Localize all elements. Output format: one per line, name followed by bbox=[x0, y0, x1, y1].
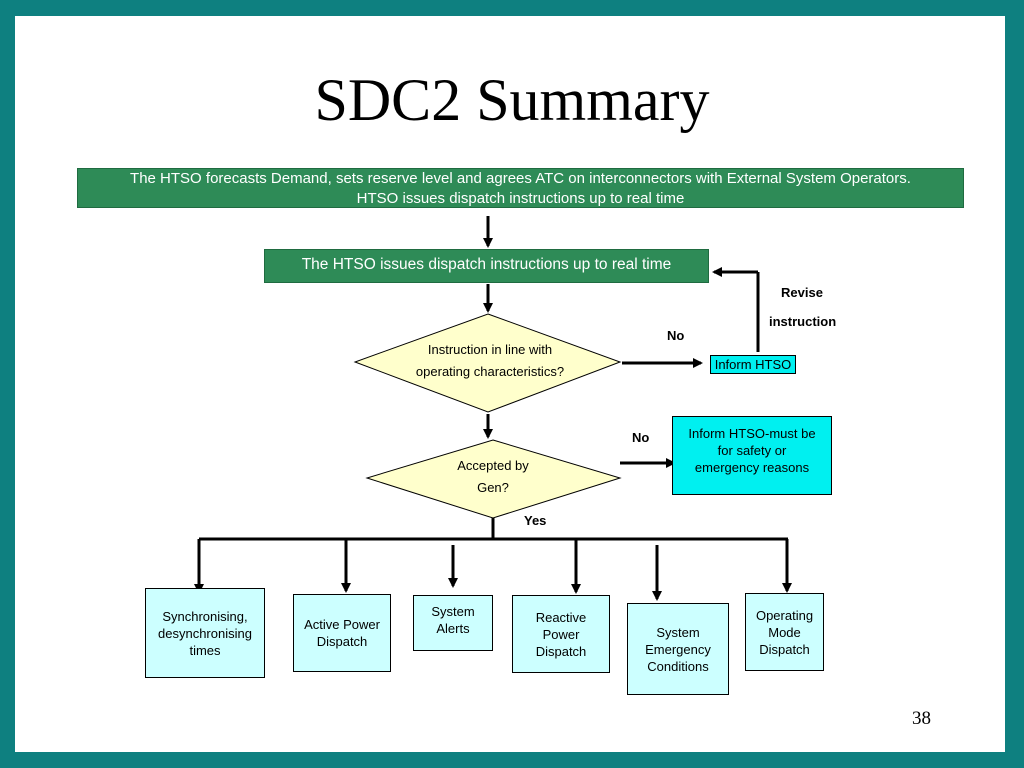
page-number: 38 bbox=[912, 708, 931, 729]
decision2-line1: Accepted by bbox=[457, 458, 529, 473]
decision-diamond-instruction bbox=[353, 313, 622, 413]
outcome-emergency-line1: System bbox=[656, 624, 700, 640]
revise-label-line2: instruction bbox=[769, 314, 837, 329]
outcome-active-line2: Dispatch bbox=[316, 634, 368, 649]
outcome-reactive-power-box: Reactive Power Dispatch bbox=[512, 595, 610, 673]
outcome-sync-line3: times bbox=[189, 642, 221, 658]
decision2-no-label: No bbox=[632, 430, 650, 445]
inform-safety-box: Inform HTSO-must be for safety or emerge… bbox=[672, 416, 832, 495]
decision2-line2: Gen? bbox=[477, 480, 509, 495]
outcome-sync-line1: Synchronising, bbox=[162, 608, 248, 624]
outcome-alerts-line1: System bbox=[431, 604, 475, 619]
outcome-alerts-line2: Alerts bbox=[436, 621, 470, 636]
decision2-yes-label: Yes bbox=[524, 513, 547, 528]
decision1-text: Instruction in line with operating chara… bbox=[400, 339, 580, 383]
outcome-active-line1: Active Power bbox=[304, 617, 380, 632]
page-title: SDC2 Summary bbox=[314, 67, 710, 133]
outcome-emergency-box: System Emergency Conditions bbox=[627, 603, 729, 695]
outcome-reactive-line1: Reactive bbox=[535, 609, 587, 625]
inform-safety-line2: for safety or bbox=[717, 443, 787, 458]
decision1-no-label: No bbox=[667, 328, 685, 343]
outcome-active-power-box: Active Power Dispatch bbox=[293, 594, 391, 672]
revise-label-line1: Revise bbox=[781, 285, 823, 300]
top-banner-box: The HTSO forecasts Demand, sets reserve … bbox=[77, 168, 964, 208]
decision2-text: Accepted by Gen? bbox=[418, 455, 568, 499]
outcome-emergency-line2: Emergency bbox=[645, 641, 711, 657]
outcome-sync-box: Synchronising, desynchronising times bbox=[145, 588, 265, 678]
outcome-opmode-line2: Mode bbox=[768, 624, 801, 640]
outcome-reactive-line3: Dispatch bbox=[535, 643, 587, 659]
outcome-operating-mode-box: Operating Mode Dispatch bbox=[745, 593, 824, 671]
top-banner-line1: The HTSO forecasts Demand, sets reserve … bbox=[130, 170, 911, 187]
outcome-emergency-line3: Conditions bbox=[647, 658, 709, 674]
dispatch-instructions-box: The HTSO issues dispatch instructions up… bbox=[264, 249, 709, 283]
decision1-line1: Instruction in line with bbox=[427, 342, 553, 357]
top-banner-line2: HTSO issues dispatch instructions up to … bbox=[356, 190, 685, 207]
inform-safety-line3: emergency reasons bbox=[694, 460, 810, 475]
outcome-opmode-line1: Operating bbox=[755, 607, 814, 623]
inform-htso-box: Inform HTSO bbox=[710, 355, 796, 374]
outcome-reactive-line2: Power bbox=[542, 626, 580, 642]
outcome-opmode-line3: Dispatch bbox=[759, 641, 810, 657]
outcome-sync-line2: desynchronising bbox=[158, 625, 252, 641]
inform-safety-line1: Inform HTSO-must be bbox=[688, 426, 816, 441]
decision1-line2: operating characteristics? bbox=[415, 364, 565, 379]
outcome-system-alerts-box: System Alerts bbox=[413, 595, 493, 651]
